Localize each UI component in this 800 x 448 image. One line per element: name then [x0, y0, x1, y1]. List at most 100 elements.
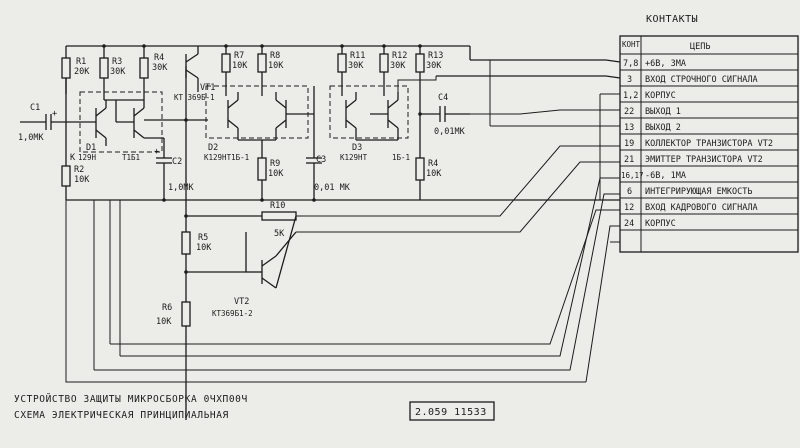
r10-label: R10	[270, 201, 285, 211]
contacts-title: КОНТАКТЫ	[646, 14, 698, 25]
r4b-value: 10К	[426, 169, 442, 179]
contact-row-10-label: ВХОД КАДРОВОГО СИГНАЛА	[645, 203, 758, 213]
c3-value: 0,01 МК	[314, 183, 351, 193]
c3-label: C3	[316, 155, 326, 165]
r9-label: R9	[270, 159, 280, 169]
resistor-r2: R2 10К	[61, 78, 90, 187]
contact-row-9-num: 6	[627, 187, 632, 197]
d1-suffix: Т1Б1	[122, 153, 140, 162]
vt1-type: КТ 369Б-1	[174, 93, 215, 102]
contact-row-2-num: 3	[627, 75, 632, 85]
r6-label: R6	[162, 303, 172, 313]
contact-row-7-num: 21	[624, 155, 634, 165]
c1-label: C1	[30, 103, 40, 113]
r4-value: 30К	[152, 63, 168, 73]
transistor-vt2: VT2 КТ369Б1-2	[186, 215, 297, 318]
r1-label: R1	[76, 57, 86, 67]
vt1-label: VT1	[200, 83, 215, 93]
contacts-header-circuit: ЦЕПЬ	[690, 42, 710, 52]
d3-label: D3	[352, 143, 362, 153]
resistor-r4: R4 10К	[415, 96, 442, 200]
r11-label: R11	[350, 51, 365, 61]
title-block: УСТРОЙСТВО ЗАЩИТЫ МИКРОСБОРКА 0ЧХП00Ч СХ…	[14, 393, 495, 421]
r3-label: R3	[112, 57, 122, 67]
c1-value: 1,0МК	[18, 133, 44, 143]
ground-return-wire	[65, 200, 586, 383]
capacitor-c2: + C2 1,0МК	[154, 138, 194, 200]
d1-label: D1	[86, 143, 96, 153]
d3-type: К129НТ	[340, 153, 368, 162]
contact-row-2-label: ВХОД СТРОЧНОГО СИГНАЛА	[645, 75, 758, 85]
r5-value: 10К	[196, 243, 212, 253]
c4-label: C4	[438, 93, 448, 103]
c2-value: 1,0МК	[168, 183, 194, 193]
c2-plus: +	[154, 147, 159, 157]
r8-label: R8	[270, 51, 280, 61]
d3-suffix: 1Б-1	[392, 153, 410, 162]
r12-label: R12	[392, 51, 407, 61]
signal-wires	[93, 60, 620, 383]
r11-value: 30К	[348, 61, 364, 71]
r1-value: 20К	[74, 67, 90, 77]
device-subtitle: СХЕМА ЭЛЕКТРИЧЕСКАЯ ПРИНЦИПИАЛЬНАЯ	[14, 410, 229, 421]
contacts-table: КОНТАКТЫ КОНТ ЦЕПЬ 7,8 +6В, 3МА 3 ВХОД С…	[619, 14, 799, 253]
r2-label: R2	[74, 165, 84, 175]
r8-value: 10К	[268, 61, 284, 71]
microcircuit-d1: D1 129Н Т1Б1 К	[70, 91, 164, 163]
d2-label: D2	[208, 143, 218, 153]
microcircuit-d2: D2 К129НТ1Б-1	[204, 85, 314, 162]
resistor-r5: R5 10К	[181, 231, 212, 255]
contact-row-6-num: 19	[624, 139, 634, 149]
r2-value: 10К	[74, 175, 90, 185]
contact-row-10-num: 12	[624, 203, 634, 213]
contact-row-5-label: ВЫХОД 2	[645, 123, 681, 133]
contact-row-5-num: 13	[624, 123, 634, 133]
device-title: УСТРОЙСТВО ЗАЩИТЫ МИКРОСБОРКА 0ЧХП00Ч	[14, 393, 248, 405]
junction-dots	[102, 44, 422, 274]
contact-row-11-label: КОРПУС	[645, 219, 676, 229]
resistors-top: R1 20К R3 30К R4 30К R7 10К R8 10К R11 3…	[61, 46, 443, 100]
r7-label: R7	[234, 51, 244, 61]
capacitor-c4: C4 0,01МК	[420, 93, 470, 137]
contact-row-8-num: 16,17	[621, 171, 644, 180]
contact-row-6-label: КОЛЛЕКТОР ТРАНЗИСТОРА VT2	[645, 139, 773, 149]
d1-type: 129Н	[78, 153, 97, 162]
c2-label: C2	[172, 157, 182, 167]
capacitor-c1: C1 + 1,0МК	[18, 103, 76, 143]
contact-row-9-label: ИНТЕГРИРУЮЩАЯ ЕМКОСТЬ	[645, 187, 752, 197]
c1-plus: +	[52, 109, 57, 119]
resistor-r9: R9 10К	[257, 157, 284, 200]
contact-row-8-label: -6В, 1МА	[645, 171, 686, 181]
r10-value: 5К	[274, 229, 285, 239]
contacts-header-contact: КОНТ	[622, 40, 641, 49]
r6-value: 10К	[156, 317, 172, 327]
r7-value: 10К	[232, 61, 248, 71]
resistor-r6: R6 10К	[156, 301, 191, 327]
contact-row-1-num: 7,8	[623, 59, 638, 69]
contact-row-3-label: КОРПУС	[645, 91, 676, 101]
r13-value: 30К	[426, 61, 442, 71]
contact-row-4-num: 22	[624, 107, 634, 117]
contact-row-4-label: ВЫХОД 1	[645, 107, 681, 117]
r9-value: 10К	[268, 169, 284, 179]
resistor-r10: R10 5К	[186, 201, 297, 239]
contact-row-11-num: 24	[624, 219, 634, 229]
r13-label: R13	[428, 51, 443, 61]
r4b-label: R4	[428, 159, 438, 169]
r3-value: 30К	[110, 67, 126, 77]
microcircuit-d3: D3 К129НТ 1Б-1	[329, 85, 410, 162]
drawing-number: 2.059 11533	[415, 407, 487, 418]
contact-row-1-label: +6В, 3МА	[645, 59, 686, 69]
c4-value: 0,01МК	[434, 127, 466, 137]
contact-row-7-label: ЭМИТТЕР ТРАНЗИСТОРА VT2	[645, 155, 763, 165]
vt2-type: КТ369Б1-2	[212, 309, 253, 318]
contact-row-3-num: 1,2	[623, 91, 638, 101]
capacitor-c3: C3 0,01 МК	[306, 86, 351, 200]
r4-label: R4	[154, 53, 164, 63]
d2-type: К129НТ1Б-1	[204, 153, 249, 162]
r5-label: R5	[198, 233, 208, 243]
k-label: К	[70, 153, 76, 163]
r12-value: 30К	[390, 61, 406, 71]
